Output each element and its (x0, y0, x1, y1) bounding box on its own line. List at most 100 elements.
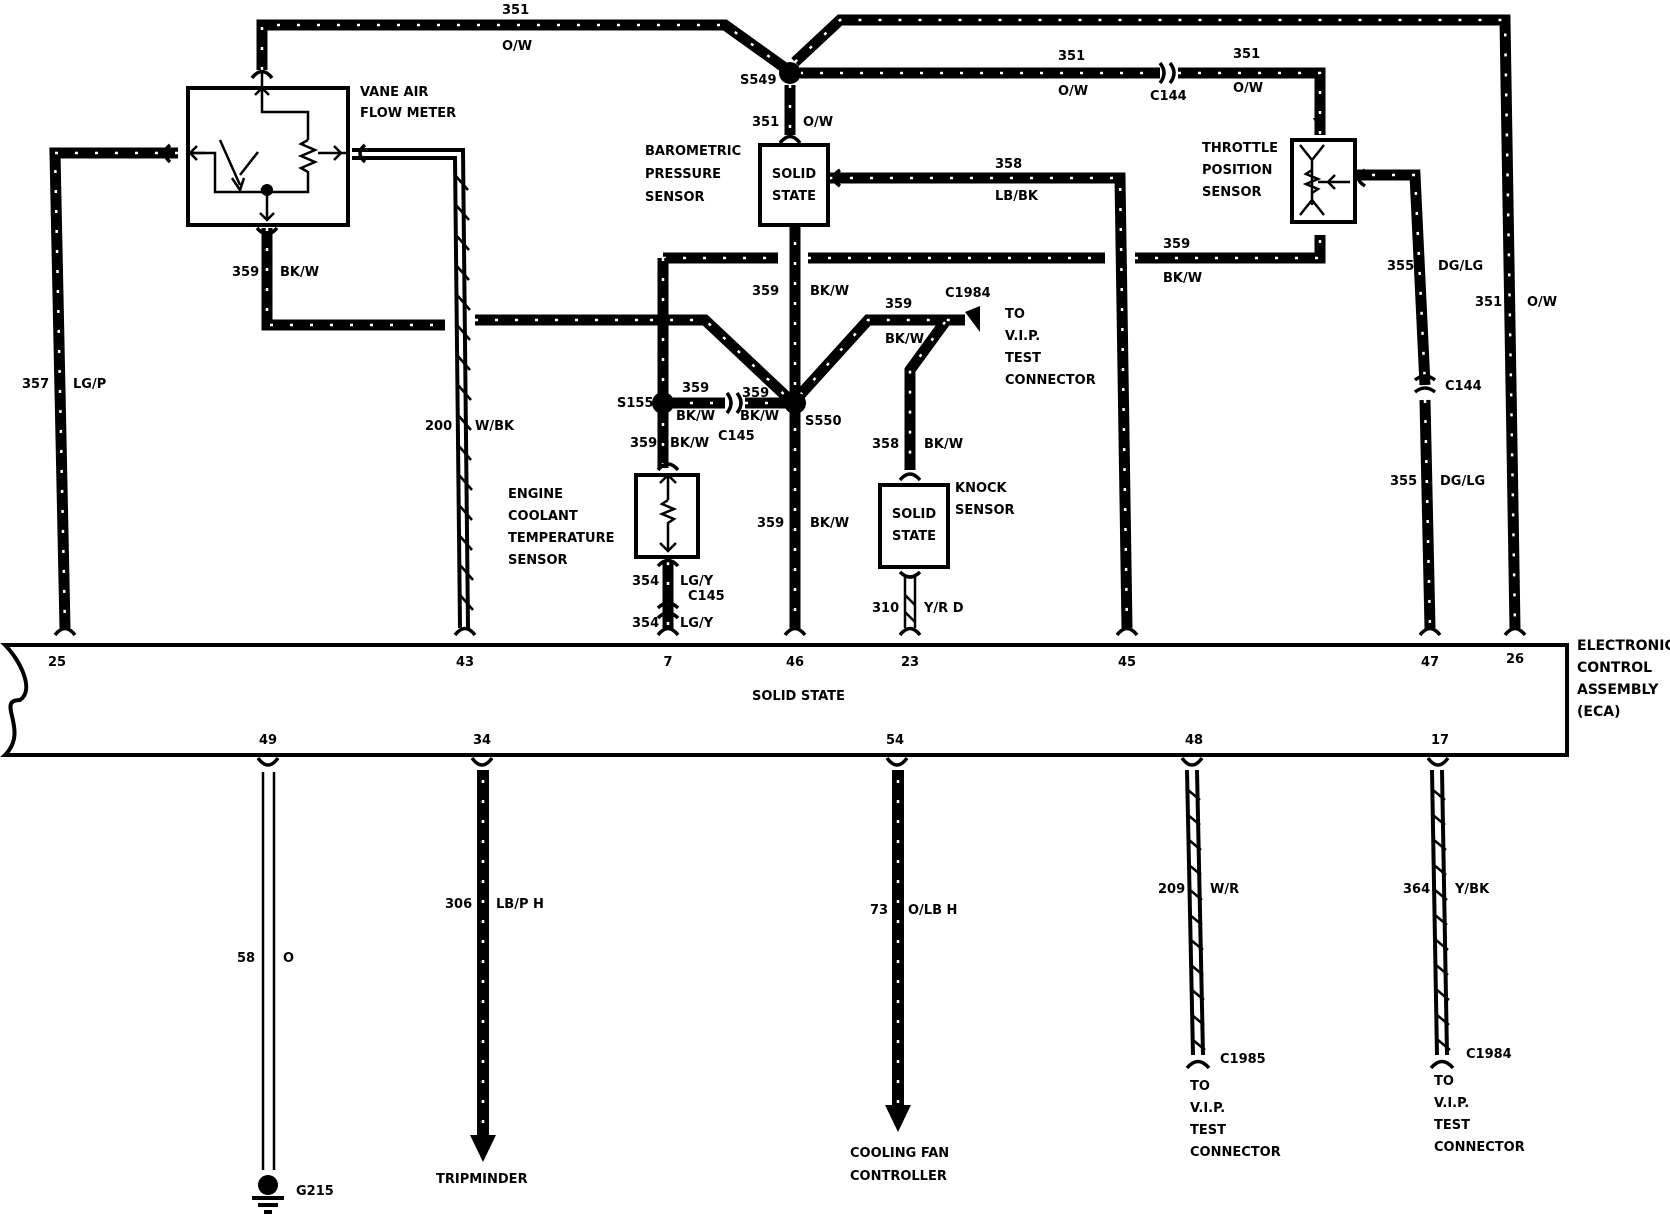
wire-label-num: 359 (885, 297, 912, 312)
wire-label-num: 354 (632, 574, 659, 589)
wire-label-color: BK/W (676, 409, 715, 424)
splice-s549: S549 (740, 62, 801, 88)
wire-label-num: 351 (1475, 295, 1502, 310)
wire-label-num: 358 (872, 437, 899, 452)
wire-359-vane (261, 228, 445, 331)
wire-label-num: 359 (757, 516, 784, 531)
baro-inner-2: STATE (772, 189, 816, 204)
baro-label-1: BAROMETRIC (645, 144, 741, 159)
pin-34: 34 (473, 733, 491, 748)
wire-label-num: 359 (630, 436, 657, 451)
vane-air-label-1: VANE AIR (360, 85, 428, 100)
vip-c1985-4: CONNECTOR (1190, 1145, 1281, 1160)
knock-box (878, 483, 950, 569)
wire-label-num: 351 (1233, 47, 1260, 62)
wire-209-vip (1185, 769, 1205, 1056)
pin-49: 49 (259, 733, 277, 748)
c145-low-label: C145 (688, 589, 725, 604)
wire-label-num: 358 (995, 157, 1022, 172)
vane-air-label-2: FLOW METER (360, 106, 456, 121)
pin-26: 26 (1506, 652, 1524, 667)
baro-label-2: PRESSURE (645, 167, 721, 182)
vane-air-flow-meter: VANE AIR FLOW METER (163, 69, 456, 236)
wire-label-num: 351 (752, 115, 779, 130)
wire-label-color: O/W (502, 39, 532, 54)
wire-label-num: 355 (1387, 259, 1414, 274)
wire-label-num: 359 (742, 386, 769, 401)
ecu-top-pin-labels: 25 43 7 46 23 45 47 26 (48, 652, 1524, 670)
splice-s549-label: S549 (740, 73, 777, 88)
wire-labels: 351 O/W 351 O/W 351 O/W 351 O/W 351 O/W … (22, 3, 1557, 966)
connector-c1985: C1985 TO V.I.P. TEST CONNECTOR (1185, 1052, 1281, 1160)
wire-label-num: 357 (22, 377, 49, 392)
ecu-label-line4: (ECA) (1577, 704, 1620, 720)
ect-label-2: COOLANT (508, 509, 578, 524)
wire-label-color: W/R (1210, 882, 1239, 897)
wire-58-ground (261, 772, 276, 1170)
wire-label-color: LB/BK (995, 189, 1039, 204)
tps-label-1: THROTTLE (1202, 141, 1278, 156)
wire-364-vip (1430, 769, 1449, 1056)
knock-inner-1: SOLID (892, 507, 937, 522)
c144-top-label: C144 (1150, 89, 1187, 104)
wire-358-knock (904, 318, 950, 470)
wire-label-color: BK/W (885, 332, 924, 347)
wire-label-num: 364 (1403, 882, 1430, 897)
vip-c1985-3: TEST (1190, 1123, 1226, 1138)
pin-48: 48 (1185, 733, 1203, 748)
wire-label-color: DG/LG (1440, 474, 1485, 489)
wire-paths (49, 14, 1521, 629)
wire-label-num: 58 (237, 951, 255, 966)
wire-label-color: O/W (1527, 295, 1557, 310)
connector-c144-top: C144 (1150, 61, 1187, 104)
connector-c1984-top: C1984 TO V.I.P. TEST CONNECTOR (945, 286, 1096, 388)
splice-s550: S550 (784, 392, 842, 429)
wire-label-color: W/BK (475, 419, 515, 434)
ground-label: G215 (296, 1184, 334, 1199)
wire-358-baro (830, 172, 1133, 629)
wire-310-knock (903, 576, 917, 628)
cooling-fan-label-1: COOLING FAN (850, 1146, 949, 1161)
wire-359-vane-c (650, 314, 794, 405)
wire-label-color: LG/Y (680, 574, 714, 589)
pin-47: 47 (1421, 655, 1439, 670)
wire-label-num: 306 (445, 897, 472, 912)
wire-label-color: O/W (1058, 84, 1088, 99)
c1984-bottom-label: C1984 (1466, 1047, 1512, 1062)
wire-label-color: O (283, 951, 294, 966)
vip-c1984-1: TO (1434, 1074, 1454, 1089)
connector-c1984-bottom: C1984 TO V.I.P. TEST CONNECTOR (1429, 1047, 1525, 1155)
throttle-sensor: THROTTLE POSITION SENSOR (1202, 118, 1366, 224)
wire-label-color: BK/W (280, 265, 319, 280)
wire-label-num: 359 (1163, 237, 1190, 252)
wire-label-num: 359 (682, 381, 709, 396)
pin-45: 45 (1118, 655, 1136, 670)
c144-right-label: C144 (1445, 379, 1482, 394)
knock-sensor: SOLID STATE KNOCK SENSOR (878, 472, 1015, 579)
ect-label-1: ENGINE (508, 487, 563, 502)
wire-label-color: O/W (803, 115, 833, 130)
wire-label-color: Y/R D (923, 601, 964, 616)
cooling-fan-label-2: CONTROLLER (850, 1169, 947, 1184)
ecu-block: SOLID STATE 25 43 7 46 23 45 47 26 49 34… (0, 638, 1670, 757)
pin-43: 43 (456, 655, 474, 670)
wire-label-num: 310 (872, 601, 899, 616)
wire-label-color: BK/W (810, 516, 849, 531)
wire-label-num: 359 (232, 265, 259, 280)
tps-label-2: POSITION (1202, 163, 1272, 178)
vip-c1984-2: V.I.P. (1434, 1096, 1469, 1111)
pin-54: 54 (886, 733, 904, 748)
ecu-label-line1: ELECTRONIC (1577, 638, 1670, 654)
pin-46: 46 (786, 655, 804, 670)
vip-c1985-1: TO (1190, 1079, 1210, 1094)
pin-17: 17 (1431, 733, 1449, 748)
splice-s550-label: S550 (805, 414, 842, 429)
wire-label-num: 209 (1158, 882, 1185, 897)
knock-inner-2: STATE (892, 529, 936, 544)
wire-paths-bottom (261, 769, 1451, 1170)
vip-top-3: TEST (1005, 351, 1041, 366)
vip-top-1: TO (1005, 307, 1025, 322)
wire-label-num: 359 (752, 284, 779, 299)
vip-c1984-3: TEST (1434, 1118, 1470, 1133)
wire-355-tps-b (1419, 399, 1436, 629)
